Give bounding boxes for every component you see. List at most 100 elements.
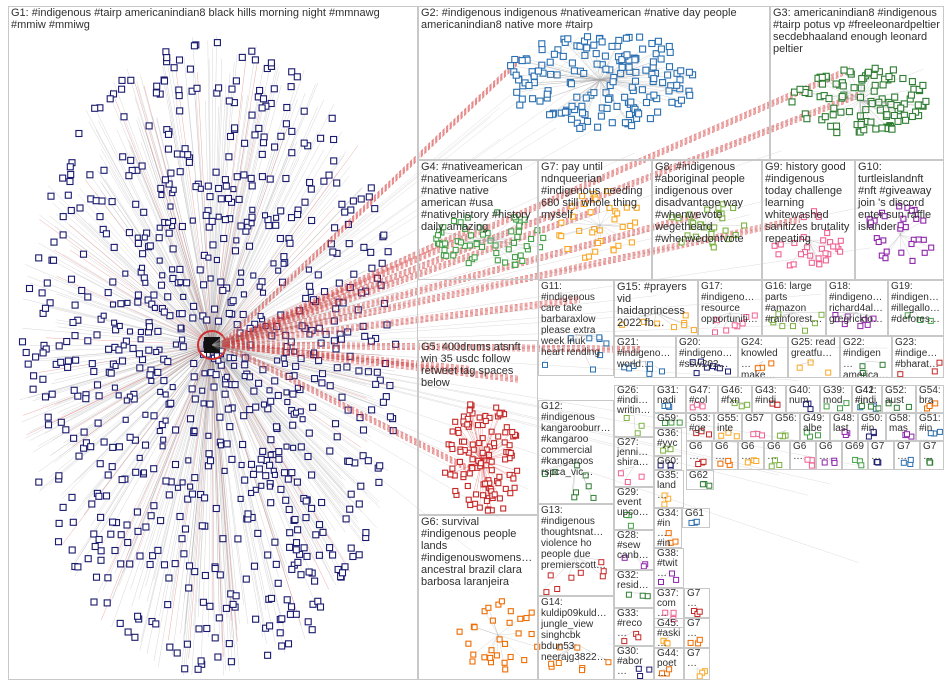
node[interactable]	[188, 490, 197, 498]
node[interactable]	[125, 229, 133, 237]
node[interactable]	[251, 131, 259, 139]
node[interactable]	[162, 417, 169, 424]
node[interactable]	[326, 447, 334, 455]
node[interactable]	[68, 493, 76, 501]
node[interactable]	[79, 250, 88, 258]
node[interactable]	[97, 547, 105, 555]
node[interactable]	[223, 373, 230, 380]
node[interactable]	[258, 173, 266, 181]
node[interactable]	[303, 552, 311, 560]
node[interactable]	[668, 98, 676, 106]
node[interactable]	[165, 491, 173, 499]
group-g31[interactable]: G31: nadi… tedd…	[654, 385, 686, 413]
node[interactable]	[199, 387, 206, 394]
node[interactable]	[153, 348, 160, 356]
node[interactable]	[88, 360, 96, 368]
node[interactable]	[75, 452, 83, 460]
node[interactable]	[126, 560, 134, 568]
node[interactable]	[561, 108, 569, 116]
node[interactable]	[244, 510, 252, 518]
node[interactable]	[69, 518, 77, 526]
group-g51[interactable]: G51: #in…	[916, 413, 944, 441]
node[interactable]	[153, 82, 161, 90]
node[interactable]	[379, 398, 387, 406]
node[interactable]	[160, 377, 168, 385]
node[interactable]	[137, 336, 144, 343]
node[interactable]	[266, 461, 274, 469]
node[interactable]	[214, 317, 222, 325]
node[interactable]	[97, 556, 105, 564]
node[interactable]	[165, 574, 173, 582]
node[interactable]	[219, 535, 227, 543]
node[interactable]	[278, 642, 286, 650]
node[interactable]	[138, 162, 146, 170]
node[interactable]	[124, 628, 132, 636]
node[interactable]	[70, 434, 78, 442]
node[interactable]	[184, 151, 192, 159]
node[interactable]	[225, 97, 233, 105]
node[interactable]	[347, 544, 355, 552]
node[interactable]	[156, 427, 163, 435]
node[interactable]	[117, 560, 125, 568]
node[interactable]	[613, 102, 621, 110]
node[interactable]	[35, 254, 43, 262]
node[interactable]	[44, 413, 52, 421]
node[interactable]	[241, 476, 249, 484]
node[interactable]	[250, 562, 259, 570]
node[interactable]	[91, 104, 99, 112]
node[interactable]	[224, 405, 232, 413]
node[interactable]	[95, 492, 103, 500]
group-g72[interactable]: G7…	[920, 441, 944, 470]
node[interactable]	[259, 139, 268, 147]
group-g17[interactable]: G17: #indigeno… resource opportuniti…	[698, 280, 762, 336]
node[interactable]	[286, 543, 294, 551]
node[interactable]	[142, 411, 149, 418]
node[interactable]	[185, 584, 193, 592]
group-g28[interactable]: G28: #sew canb…	[614, 530, 654, 570]
node[interactable]	[275, 448, 283, 456]
node[interactable]	[199, 312, 207, 320]
node[interactable]	[167, 169, 175, 177]
node[interactable]	[140, 208, 148, 216]
group-g74[interactable]: G7…	[684, 618, 710, 648]
node[interactable]	[294, 558, 302, 566]
node[interactable]	[184, 495, 192, 503]
node[interactable]	[642, 98, 651, 107]
node[interactable]	[304, 452, 312, 461]
node[interactable]	[206, 457, 215, 465]
node[interactable]	[293, 73, 301, 81]
node[interactable]	[252, 403, 260, 411]
node[interactable]	[145, 122, 153, 130]
node[interactable]	[280, 253, 288, 261]
node[interactable]	[141, 234, 148, 241]
node[interactable]	[207, 275, 214, 282]
node[interactable]	[241, 139, 249, 147]
node[interactable]	[631, 77, 640, 85]
node[interactable]	[71, 332, 79, 340]
node[interactable]	[326, 544, 334, 552]
node[interactable]	[258, 104, 266, 112]
node[interactable]	[221, 176, 229, 184]
node[interactable]	[254, 529, 262, 537]
node[interactable]	[315, 324, 323, 332]
node[interactable]	[103, 599, 111, 607]
node[interactable]	[267, 397, 275, 405]
node[interactable]	[67, 170, 75, 179]
node[interactable]	[308, 216, 316, 225]
node[interactable]	[228, 455, 236, 463]
node[interactable]	[71, 301, 79, 309]
node[interactable]	[178, 222, 186, 231]
group-g34[interactable]: G34: #in… #in…	[654, 508, 682, 548]
node[interactable]	[39, 349, 47, 357]
node[interactable]	[375, 478, 383, 486]
node[interactable]	[69, 318, 77, 327]
node[interactable]	[64, 191, 72, 199]
node[interactable]	[109, 301, 117, 308]
node[interactable]	[146, 371, 154, 379]
node[interactable]	[169, 274, 177, 283]
node[interactable]	[278, 615, 286, 623]
node[interactable]	[255, 379, 263, 387]
node[interactable]	[177, 324, 184, 331]
node[interactable]	[283, 103, 291, 112]
node[interactable]	[160, 436, 167, 443]
